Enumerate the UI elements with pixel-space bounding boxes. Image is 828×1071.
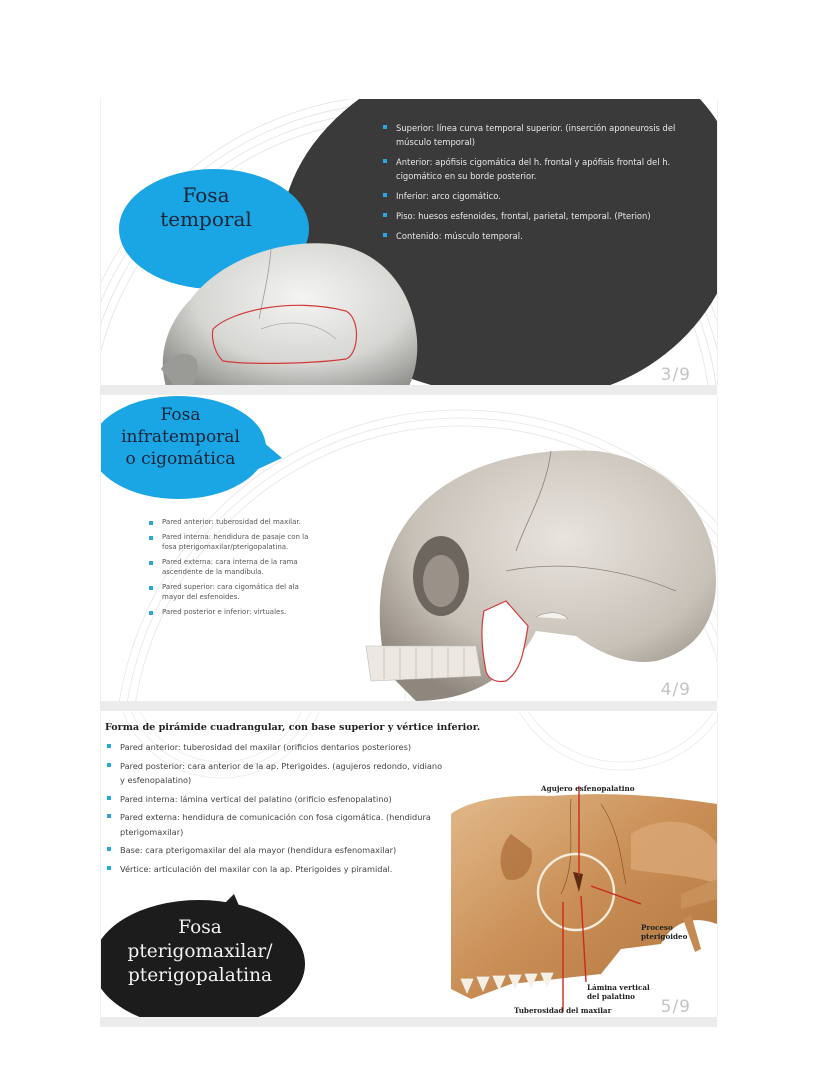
slide-fosa-pterigomaxilar: Forma de pirámide cuadrangular, con base… [100,712,718,1017]
slide-title: Fosa pterigomaxilar/ pterigopalatina [127,917,273,986]
label-lamina-vertical: Lámina vertical del palatino [587,983,650,1001]
bullet-item: Vértice: articulación del maxilar con la… [105,862,445,877]
bullet-list: Pared anterior: tuberosidad del maxilar.… [147,517,312,621]
bullet-list: Superior: línea curva temporal superior.… [381,121,711,249]
title-bubble [101,396,266,499]
skull-temporal-image [161,243,418,385]
page-number: 5/9 [660,997,691,1017]
bullet-item: Pared interna: lámina vertical del palat… [105,792,445,807]
pterygopalatine-fossa-image [451,786,717,1012]
bubble-tail [256,436,282,470]
bullet-item: Pared anterior: tuberosidad del maxilar. [147,517,312,528]
label-proceso-pterigoideo: Proceso pterigoideo [641,923,688,941]
slide-separator [100,1017,717,1027]
slide-fosa-infratemporal: Fosa infratemporal o cigomática Pared an… [100,396,718,701]
bullet-item: Superior: línea curva temporal superior.… [381,121,711,149]
bullet-item: Anterior: apófisis cigomática del h. fro… [381,155,711,183]
skull-infratemporal-image [365,450,716,701]
slide-separator [100,701,717,711]
bullet-item: Pared externa: hendidura de comunicación… [105,810,445,839]
bullet-item: Pared anterior: tuberosidad del maxilar … [105,740,445,755]
slide-title: Fosa infratemporal o cigomática [121,405,240,469]
bullet-item: Pared externa: cara interna de la rama a… [147,557,312,578]
slide-fosa-temporal: Fosa temporal Superior: línea curva temp… [100,99,718,385]
bullet-item: Pared posterior e inferior: virtuales. [147,607,312,618]
label-tuberosidad-maxilar: Tuberosidad del maxilar [514,1006,612,1015]
slide-heading: Forma de pirámide cuadrangular, con base… [105,722,481,733]
bullet-item: Pared interna: hendidura de pasaje con l… [147,532,312,553]
bullet-list: Pared anterior: tuberosidad del maxilar … [105,740,445,880]
bullet-item: Pared superior: cara cigomática del ala … [147,582,312,603]
bullet-item: Inferior: arco cigomático. [381,189,711,203]
slide-separator [100,385,717,395]
bullet-item: Pared posterior: cara anterior de la ap.… [105,759,445,788]
bubble-tail [216,894,240,912]
bullet-item: Contenido: músculo temporal. [381,229,711,243]
page-number: 4/9 [660,680,691,700]
title-bubble [101,900,305,1017]
label-agujero-esfenopalatino: Agujero esfenopalatino [541,784,635,793]
bullet-item: Base: cara pterigomaxilar del ala mayor … [105,843,445,858]
slide-title: Fosa temporal [160,183,252,231]
page-number: 3/9 [660,365,691,385]
bullet-item: Piso: huesos esfenoides, frontal, pariet… [381,209,711,223]
